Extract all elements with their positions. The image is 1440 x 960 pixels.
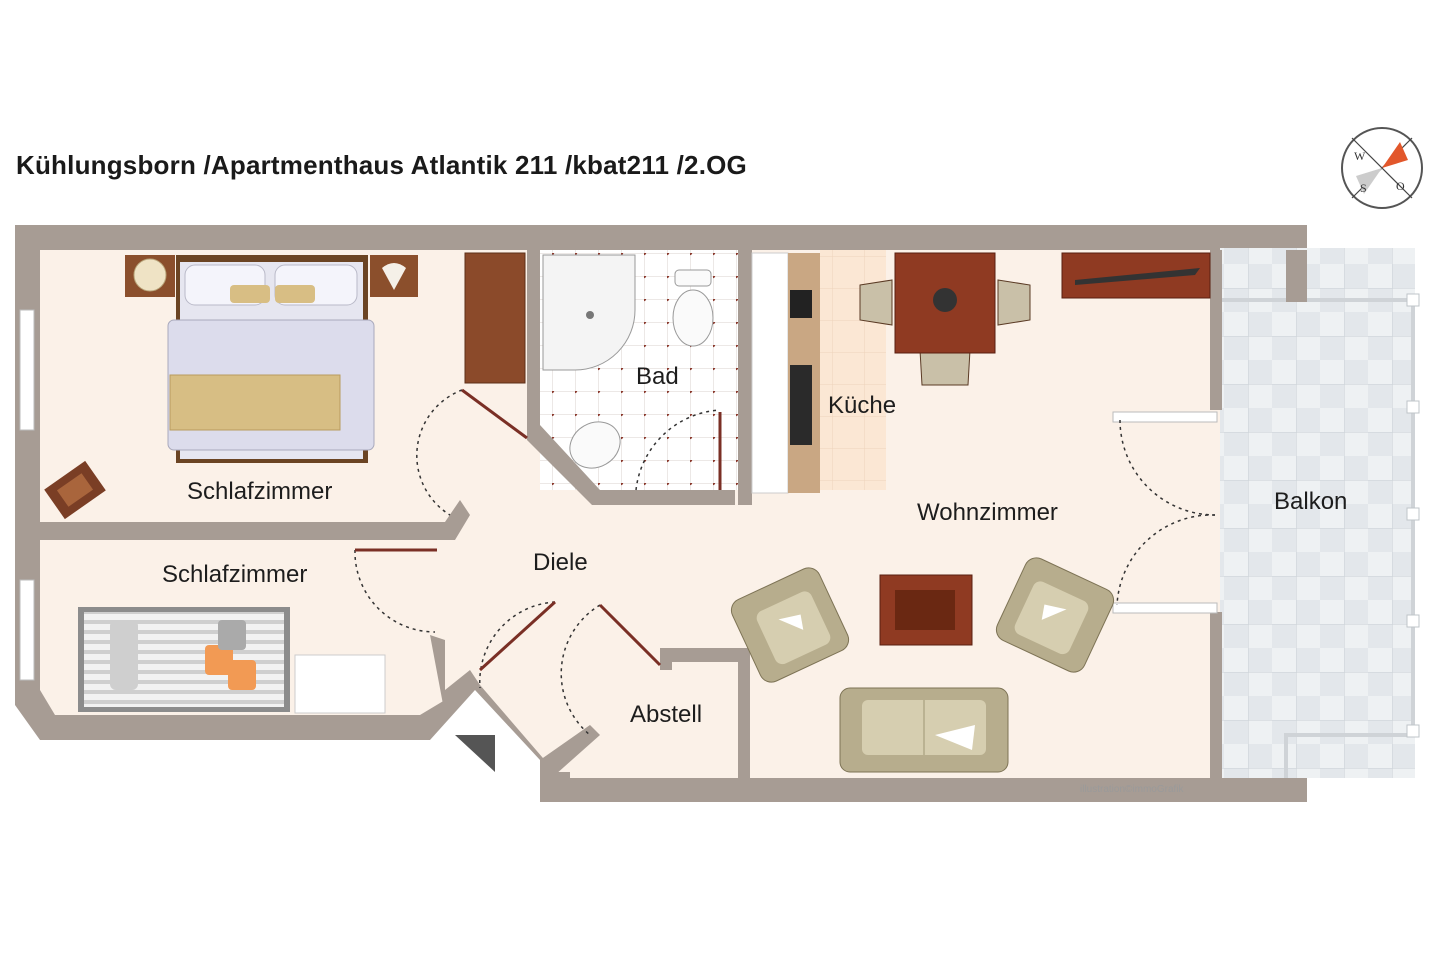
label-kitchen: Küche bbox=[828, 392, 896, 419]
shower bbox=[542, 254, 636, 371]
label-hall: Diele bbox=[533, 549, 588, 576]
label-bedroom-2: Schlafzimmer bbox=[162, 561, 307, 588]
daybed bbox=[78, 607, 290, 712]
toilet bbox=[672, 269, 714, 347]
compass-s: S bbox=[1360, 181, 1367, 195]
wardrobe bbox=[464, 252, 526, 384]
nightstands bbox=[125, 255, 418, 297]
windows bbox=[19, 309, 1218, 681]
balcony-floor bbox=[1220, 248, 1415, 778]
illustration-credit: illustration©immoGrafik bbox=[1080, 784, 1185, 795]
sofa bbox=[839, 687, 1009, 773]
armchair-right bbox=[995, 557, 1115, 673]
armchair-bedroom bbox=[44, 460, 106, 520]
label-storage: Abstell bbox=[630, 701, 702, 728]
compass-icon: W S O bbox=[1341, 127, 1423, 209]
balcony-posts bbox=[1406, 293, 1420, 738]
compass-o: O bbox=[1396, 179, 1405, 193]
label-living: Wohnzimmer bbox=[917, 499, 1058, 526]
sink bbox=[569, 421, 621, 469]
dining-set bbox=[859, 252, 1031, 386]
interior-walls bbox=[40, 250, 1307, 778]
compass-w: W bbox=[1354, 149, 1366, 163]
plan-title: Kühlungsborn /Apartmenthaus Atlantik 211… bbox=[16, 150, 747, 180]
side-cabinet bbox=[294, 654, 386, 714]
kitchen-sink bbox=[790, 365, 812, 445]
coffee-table bbox=[879, 574, 973, 646]
label-balcony: Balkon bbox=[1274, 488, 1347, 515]
entrance-arrow bbox=[455, 735, 495, 772]
door-swings bbox=[354, 389, 1216, 736]
label-bedroom-1: Schlafzimmer bbox=[187, 478, 332, 505]
door-leaves bbox=[355, 388, 722, 672]
label-bath: Bad bbox=[636, 363, 679, 390]
kitchen-counter bbox=[751, 252, 789, 494]
armchair-left bbox=[730, 567, 850, 683]
tv bbox=[1075, 268, 1200, 285]
stove bbox=[790, 290, 812, 318]
double-bed bbox=[167, 255, 375, 463]
